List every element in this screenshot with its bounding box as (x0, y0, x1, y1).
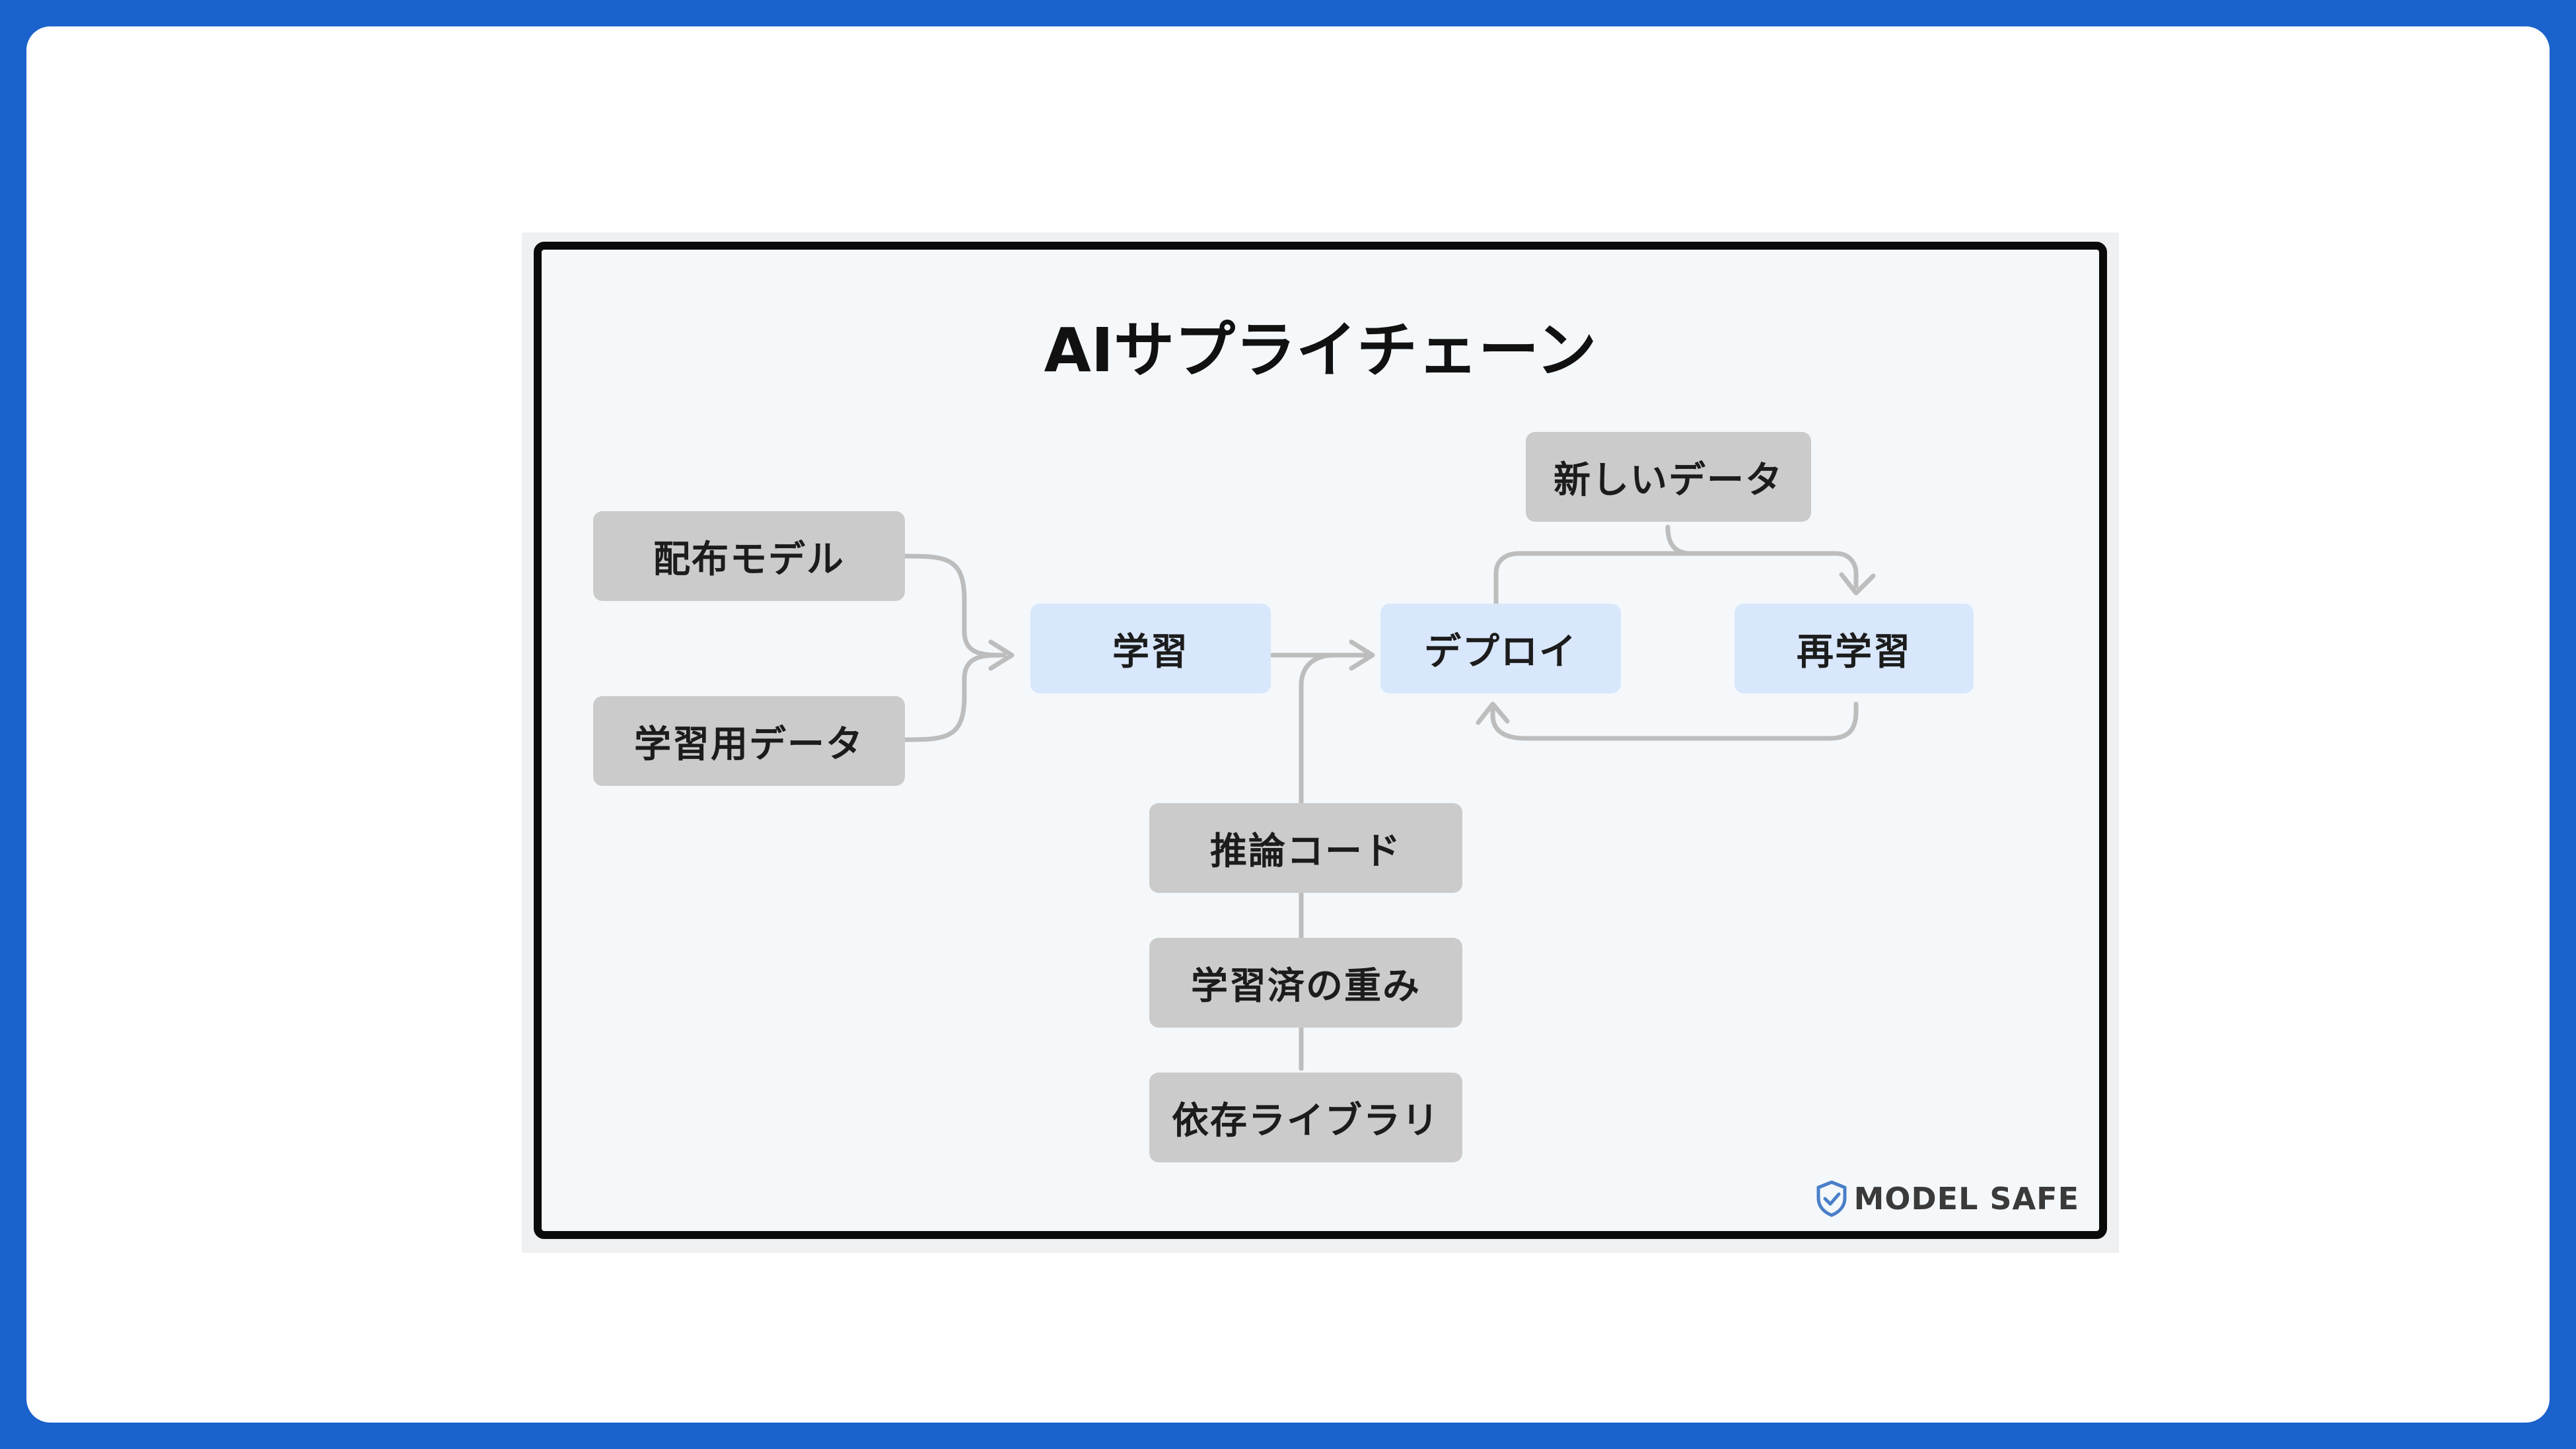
node-inference-code: 推論コード (1149, 803, 1462, 893)
arrowhead-training (988, 639, 1015, 671)
connector-deploy-retraining (1493, 551, 1859, 612)
node-new-data: 新しいデータ (1526, 432, 1811, 522)
arrowhead-deploy (1349, 639, 1375, 671)
brand-logo: MODEL SAFE (1814, 1180, 2079, 1218)
brand-name: MODEL SAFE (1853, 1181, 2079, 1217)
shield-icon (1816, 1180, 1847, 1217)
node-deploy: デプロイ (1380, 604, 1621, 693)
arrowhead-return (1476, 701, 1510, 725)
connector-lines (900, 524, 1876, 1071)
connector-training-data (900, 653, 1007, 742)
page-frame: AIサプライチェーン 配布モデル 学習用デー (26, 26, 2550, 1423)
node-distributed-model: 配布モデル (593, 511, 905, 601)
diagram-title: AIサプライチェーン (1044, 315, 1597, 386)
node-training: 学習 (1030, 604, 1271, 693)
node-trained-weights: 学習済の重み (1149, 938, 1462, 1028)
node-retraining: 再学習 (1735, 604, 1974, 693)
arrowhead-retraining (1839, 572, 1876, 596)
connector-new-data (1665, 524, 1694, 556)
connector-retraining-deploy (1490, 701, 1859, 741)
node-dependency-library: 依存ライブラリ (1149, 1073, 1462, 1162)
connector-distributed-model (900, 553, 1007, 658)
connector-deploy-inputs (1299, 653, 1337, 1071)
node-training-data: 学習用データ (593, 696, 905, 786)
diagram-card: AIサプライチェーン 配布モデル 学習用デー (534, 242, 2107, 1239)
